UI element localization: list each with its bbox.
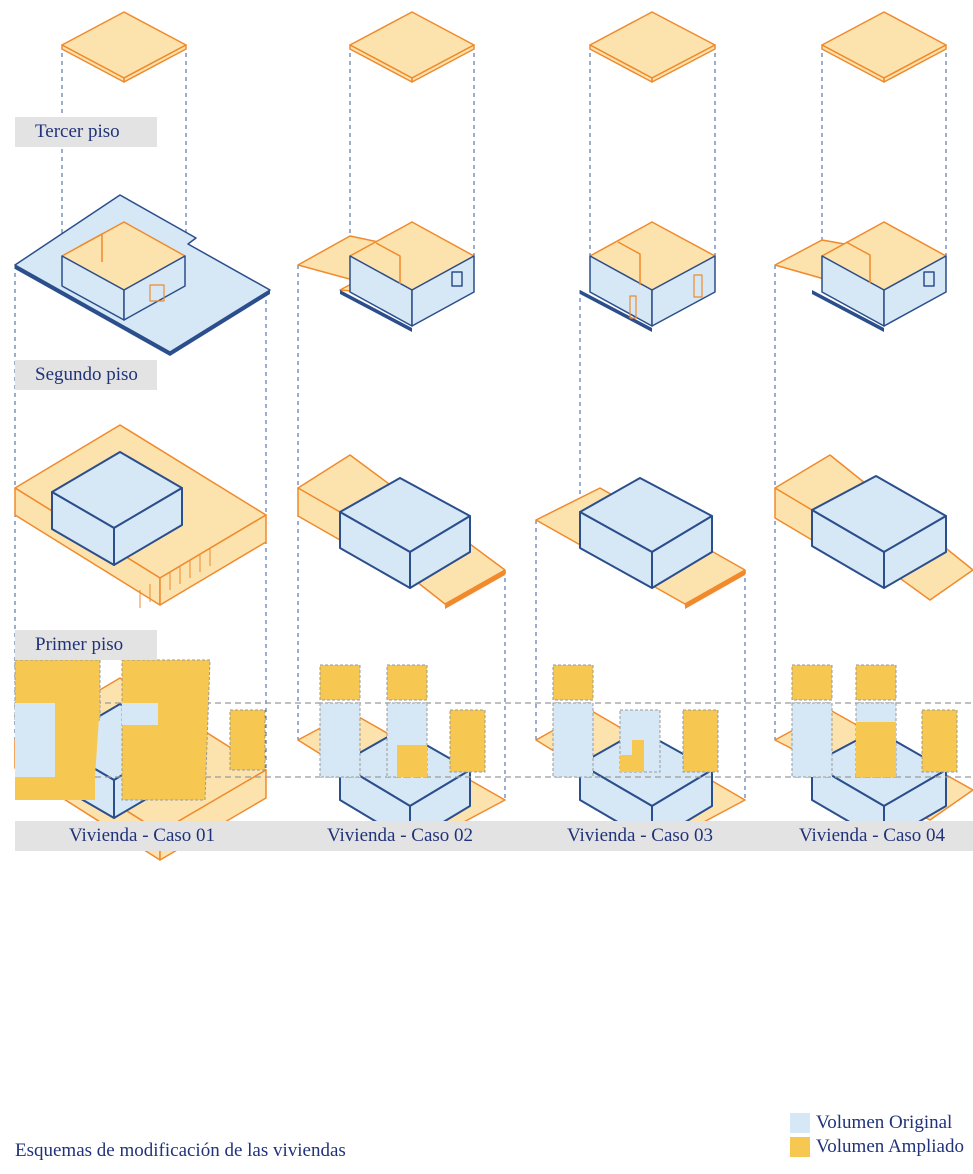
case-labels-bar: [15, 821, 973, 851]
second-floor-case-04: [774, 221, 947, 332]
legend-amplified-label: Volumen Ampliado: [816, 1136, 964, 1157]
roof-slab-case-04: [821, 11, 947, 83]
roof-slabs: [61, 11, 947, 83]
first-floor-case-01: [14, 424, 267, 608]
case-label-01: Vivienda - Caso 01: [68, 825, 216, 846]
second-floor-case-02: [297, 221, 475, 332]
second-floor-case-03: [580, 221, 716, 332]
case-label-04: Vivienda - Caso 04: [798, 825, 946, 846]
case-label-02: Vivienda - Caso 02: [326, 825, 474, 846]
legend-original-swatch: [790, 1113, 810, 1133]
roof-slab-case-01: [61, 11, 187, 83]
case-label-03: Vivienda - Caso 03: [566, 825, 714, 846]
first-floor-case-02: [297, 454, 506, 609]
legend-original-label: Volumen Original: [816, 1112, 953, 1133]
roof-slab-case-02: [349, 11, 475, 83]
floor-label-second: Segundo piso: [15, 360, 157, 390]
first-floor-case-03: [535, 477, 746, 609]
floor-label-third: Tercer piso: [15, 117, 157, 147]
second-floor-case-01: [14, 194, 271, 356]
floor-label-first: Primer piso: [15, 630, 157, 660]
first-floor-case-04: [774, 454, 973, 601]
scheme-case-03: [552, 664, 719, 778]
scheme-case-02: [319, 664, 486, 778]
roof-slab-case-03: [589, 11, 716, 83]
diagram-caption: Esquemas de modificación de las vivienda…: [15, 1140, 346, 1161]
scheme-case-01: [14, 659, 266, 801]
legend-amplified-swatch: [790, 1137, 810, 1157]
scheme-case-04: [791, 664, 958, 778]
modification-schemes: [14, 659, 973, 801]
